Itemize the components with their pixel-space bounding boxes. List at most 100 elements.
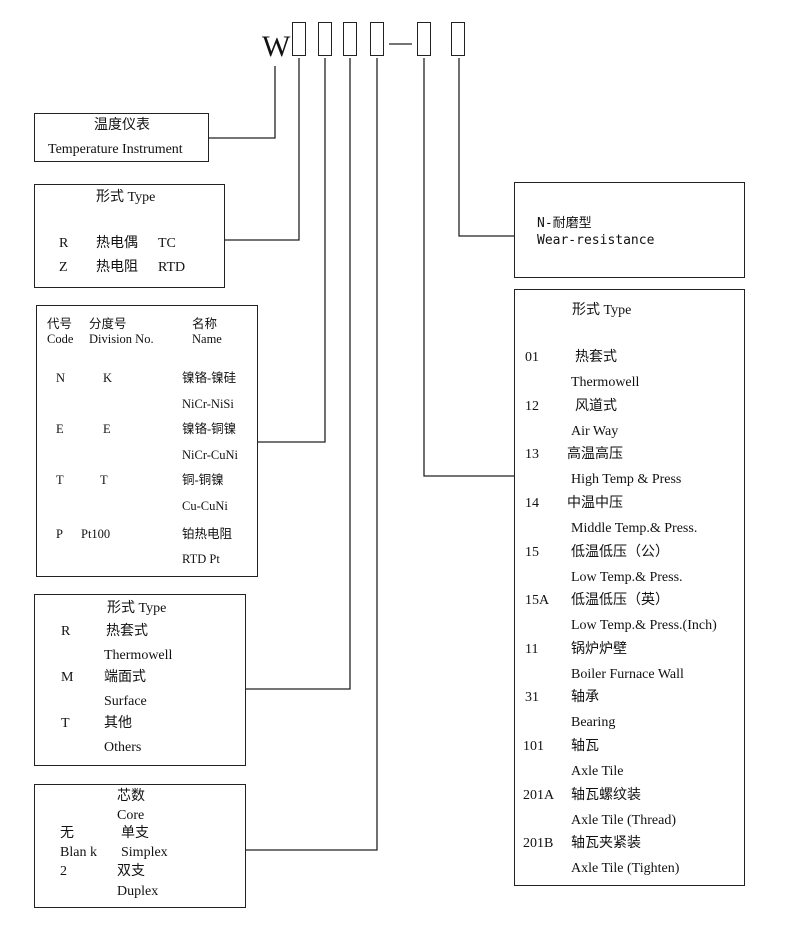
connector-install — [423, 58, 514, 477]
connector-type — [224, 58, 300, 241]
type-cn: 热电阻 — [96, 260, 138, 275]
install-code: 12 — [525, 399, 539, 414]
install-cn: 风道式 — [575, 399, 617, 414]
type-code: R — [59, 236, 69, 251]
install-cn: 轴瓦夹紧装 — [571, 836, 641, 851]
model-prefix: W — [262, 30, 291, 63]
install-cn: 低温低压（英） — [571, 593, 669, 608]
core-title-en: Core — [117, 808, 145, 823]
type-title: 形式 Type — [96, 190, 156, 205]
form-title: 形式 Type — [107, 601, 167, 616]
install-cn: 高温高压 — [567, 447, 623, 462]
division-name-en: Cu-CuNi — [182, 499, 228, 513]
instrument-box — [34, 113, 209, 162]
install-en: Air Way — [571, 424, 619, 439]
install-code: 15A — [525, 593, 550, 608]
install-code: 13 — [525, 447, 539, 462]
division-no: Pt100 — [81, 527, 111, 541]
install-en: Axle Tile (Tighten) — [571, 861, 680, 876]
connector-division — [257, 58, 326, 443]
division-code: P — [56, 527, 63, 541]
division-name-en: RTD Pt — [182, 552, 220, 566]
core-box — [34, 784, 246, 908]
code-slot-form — [343, 22, 357, 56]
install-cn: 轴瓦 — [571, 739, 599, 754]
install-en: Axle Tile — [571, 764, 624, 779]
division-name-cn: 镍铬-镍硅 — [182, 371, 237, 385]
form-cn: 端面式 — [104, 670, 146, 685]
form-cn: 热套式 — [106, 624, 148, 639]
division-header-name-cn: 名称 — [192, 317, 218, 331]
type-box — [34, 184, 225, 288]
instrument-title-en: Temperature Instrument — [48, 142, 183, 157]
install-en: High Temp & Press — [571, 472, 682, 487]
form-en: Others — [104, 740, 142, 755]
form-box — [34, 594, 246, 766]
form-en: Thermowell — [104, 648, 173, 663]
type-code: Z — [59, 260, 68, 275]
form-code: T — [61, 716, 70, 731]
division-no: T — [100, 473, 108, 487]
code-slot-type — [292, 22, 306, 56]
install-cn: 锅炉炉壁 — [571, 642, 627, 657]
install-cn: 热套式 — [575, 350, 617, 365]
install-cn: 轴瓦螺纹装 — [571, 788, 641, 803]
install-en: Low Temp.& Press. — [571, 570, 683, 585]
install-title: 形式 Type — [572, 303, 632, 318]
code-slot-install — [417, 22, 431, 56]
core-code: 无 — [60, 826, 74, 841]
type-cn: 热电偶 — [96, 236, 138, 251]
division-name-cn: 铂热电阻 — [182, 527, 233, 541]
division-code: T — [56, 473, 64, 487]
code-slot-core — [370, 22, 384, 56]
instrument-title-cn: 温度仪表 — [94, 118, 150, 133]
install-cn: 轴承 — [571, 690, 599, 705]
install-en: Thermowell — [571, 375, 640, 390]
connector-instrument — [208, 66, 276, 139]
core-en: Simplex — [121, 845, 168, 860]
division-name-cn: 铜-铜镍 — [182, 473, 224, 487]
division-header-code-cn: 代号 — [47, 317, 73, 331]
division-no: E — [103, 422, 111, 436]
install-code: 201A — [523, 788, 555, 803]
division-name-en: NiCr-CuNi — [182, 448, 238, 462]
division-code: E — [56, 422, 64, 436]
install-code: 01 — [525, 350, 539, 365]
install-code: 201B — [523, 836, 554, 851]
connector-wear — [458, 58, 514, 237]
division-name-cn: 镍铬-铜镍 — [182, 422, 237, 436]
core-cn: 双支 — [117, 864, 145, 879]
install-en: Middle Temp.& Press. — [571, 521, 698, 536]
division-header-name-en: Name — [192, 332, 222, 346]
core-code: Blan k — [60, 845, 97, 860]
code-slot-wear — [451, 22, 465, 56]
core-title-cn: 芯数 — [117, 789, 145, 804]
install-en: Axle Tile (Thread) — [571, 813, 676, 828]
division-no: K — [103, 371, 113, 385]
form-code: M — [61, 670, 74, 685]
install-cn: 低温低压（公） — [571, 545, 669, 560]
division-box — [36, 305, 258, 577]
install-en: Boiler Furnace Wall — [571, 667, 684, 682]
core-code: 2 — [60, 864, 67, 879]
form-code: R — [61, 624, 71, 639]
connector-core — [246, 58, 378, 851]
install-code: 101 — [523, 739, 544, 754]
install-code: 15 — [525, 545, 539, 560]
division-header-div-cn: 分度号 — [89, 317, 127, 331]
wear-line-cn: N-耐磨型 — [537, 216, 592, 231]
wear-line-en: Wear-resistance — [537, 233, 655, 248]
code-slot-division — [318, 22, 332, 56]
division-header-div-en: Division No. — [89, 332, 154, 346]
install-code: 11 — [525, 642, 539, 657]
install-en: Bearing — [571, 715, 616, 730]
install-code: 14 — [525, 496, 539, 511]
install-en: Low Temp.& Press.(Inch) — [571, 618, 717, 633]
division-code: N — [56, 371, 66, 385]
core-en: Duplex — [117, 884, 159, 899]
division-name-en: NiCr-NiSi — [182, 397, 234, 411]
type-en: TC — [158, 236, 176, 251]
form-en: Surface — [104, 694, 147, 709]
division-header-code-en: Code — [47, 332, 74, 346]
